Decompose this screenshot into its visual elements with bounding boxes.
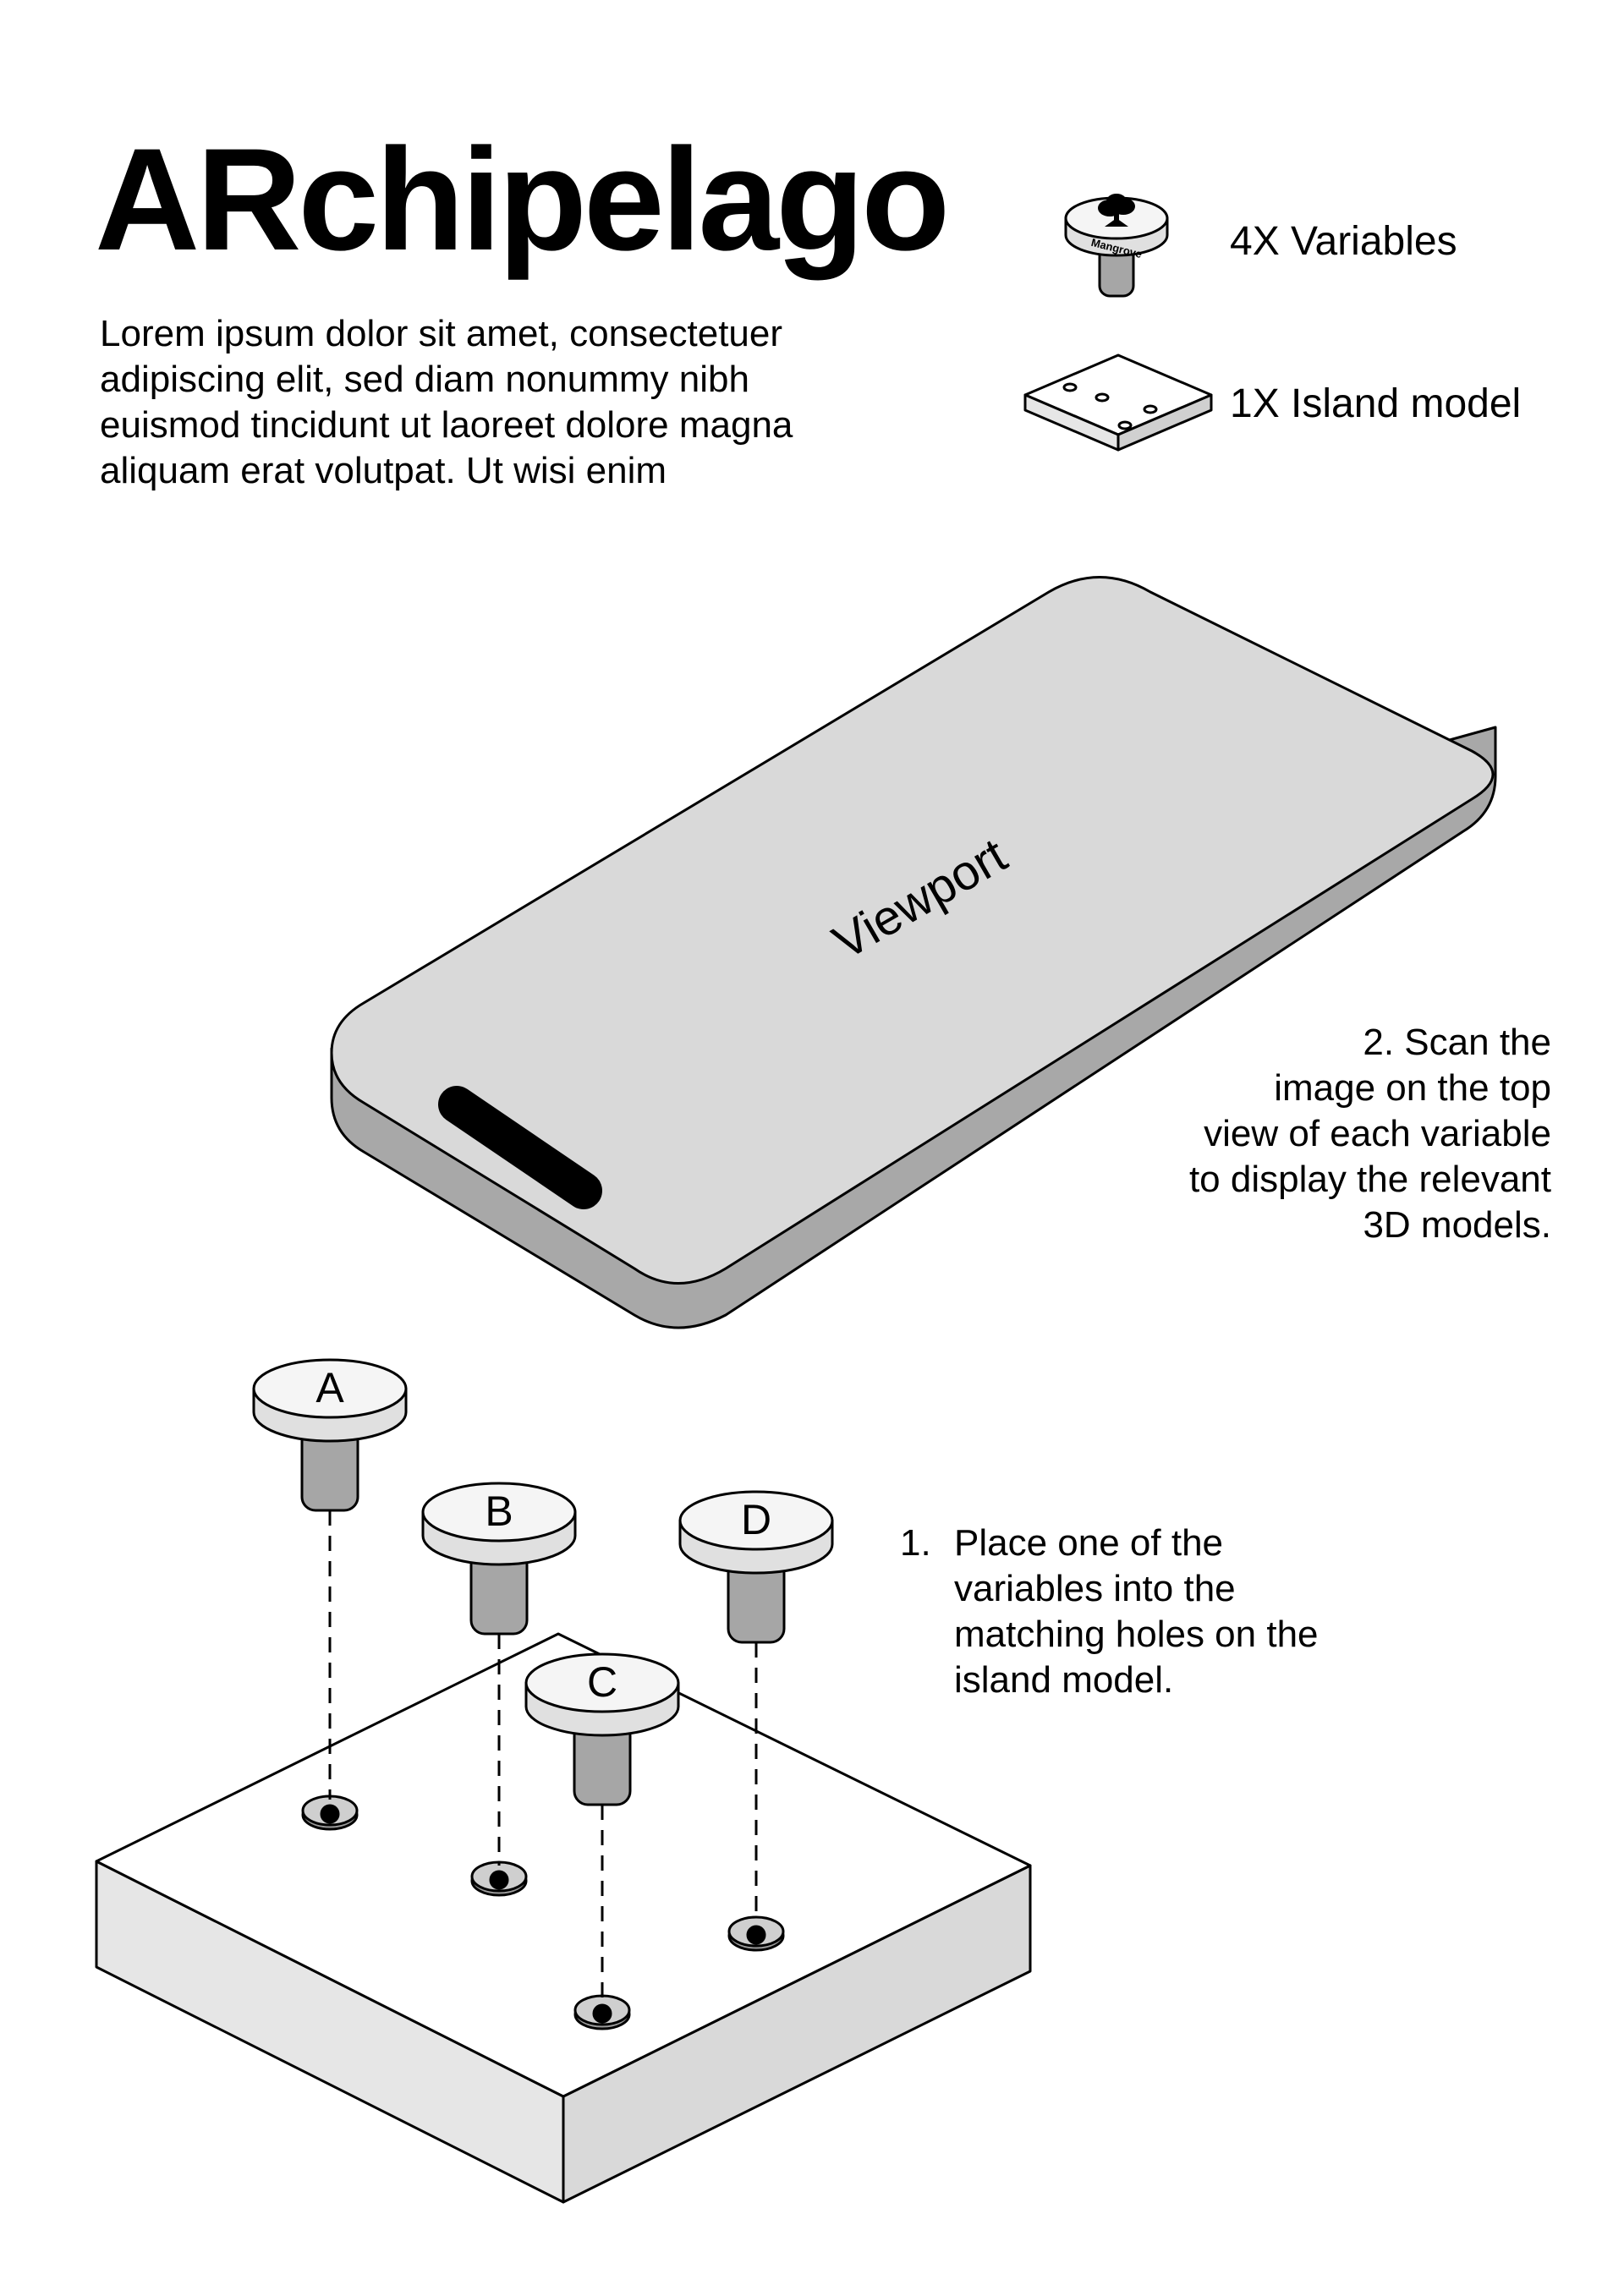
step-place-line: island model. bbox=[954, 1659, 1174, 1701]
peg-label-d: D bbox=[741, 1496, 771, 1543]
legend-variable-icon: Mangrove bbox=[1064, 194, 1169, 298]
step-scan-line: image on the top bbox=[1274, 1067, 1551, 1109]
tree-icon bbox=[1098, 194, 1135, 227]
step-scan-line: 2. Scan the bbox=[1363, 1022, 1551, 1063]
step-place-line: Place one of the bbox=[954, 1522, 1224, 1564]
peg-label-b: B bbox=[485, 1488, 513, 1535]
hole-c bbox=[573, 1994, 631, 2030]
intro-line: adipiscing elit, sed diam nonummy nibh bbox=[100, 359, 749, 400]
intro-line: Lorem ipsum dolor sit amet, consectetuer bbox=[100, 313, 783, 354]
step-scan-line: to display the relevant bbox=[1188, 1159, 1551, 1200]
peg-label-c: C bbox=[587, 1658, 617, 1706]
legend-island-label: 1X Island model bbox=[1230, 381, 1522, 426]
peg-c: C bbox=[524, 1652, 680, 1806]
guide-lines bbox=[328, 1510, 758, 1999]
peg-d: D bbox=[678, 1490, 834, 1644]
peg-label-a: A bbox=[315, 1364, 344, 1411]
step-scan-line: 3D models. bbox=[1363, 1204, 1551, 1246]
step-place-number: 1. bbox=[900, 1522, 931, 1564]
home-indicator bbox=[438, 1086, 602, 1209]
hole-a bbox=[301, 1795, 359, 1831]
legend-island-icon bbox=[1023, 353, 1213, 452]
peg-b: B bbox=[421, 1482, 577, 1636]
step-scan-line: view of each variable bbox=[1204, 1113, 1551, 1154]
step-place-line: matching holes on the bbox=[954, 1614, 1319, 1655]
intro-line: euismod tincidunt ut laoreet dolore magn… bbox=[100, 404, 793, 446]
step-place-line: variables into the bbox=[954, 1568, 1236, 1609]
intro-paragraph: Lorem ipsum dolor sit amet, consectetuer… bbox=[100, 311, 912, 494]
phone-device: Viewport bbox=[330, 576, 1497, 1329]
step-scan-instructions: 2. Scan the image on the top view of eac… bbox=[998, 1020, 1551, 1248]
peg-a: A bbox=[252, 1358, 408, 1512]
intro-line: aliquam erat volutpat. Ut wisi enim bbox=[100, 450, 667, 491]
peg-holes bbox=[301, 1795, 785, 2030]
page-title: ARchipelago bbox=[95, 118, 950, 281]
legend-variables-label: 4X Variables bbox=[1230, 219, 1457, 264]
hole-d bbox=[727, 1915, 785, 1952]
hole-b bbox=[470, 1860, 528, 1897]
step-place-instructions: 1. Place one of the variables into the m… bbox=[900, 1521, 1424, 1703]
phone-screen bbox=[330, 576, 1495, 1285]
